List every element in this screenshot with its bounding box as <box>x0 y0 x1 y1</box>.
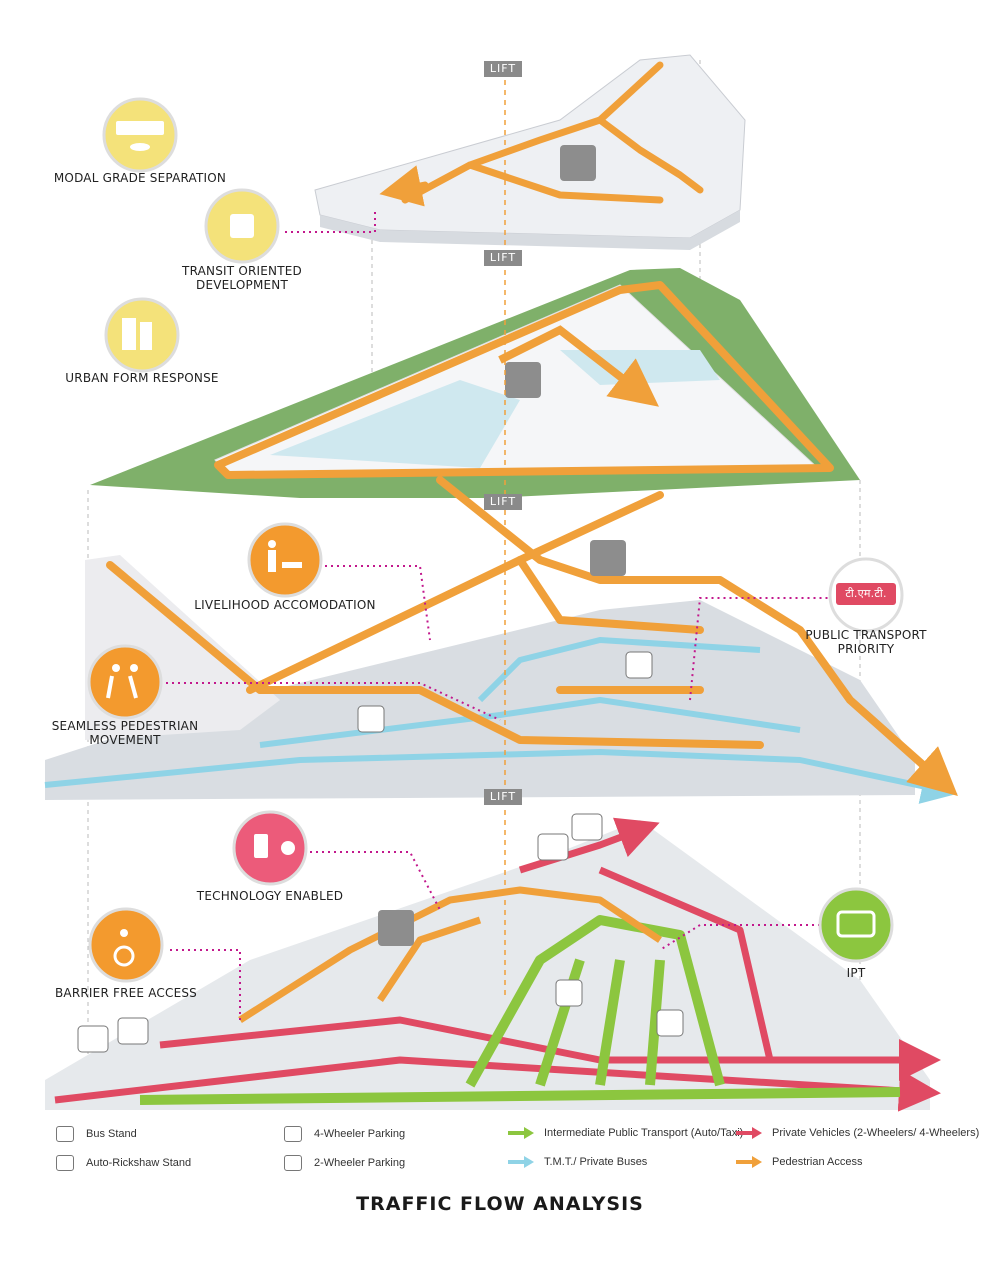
vendor-icon <box>247 522 323 598</box>
legend-four-wheeler-label: 4-Wheeler Parking <box>314 1128 406 1140</box>
legend-bus-stand-label: Bus Stand <box>86 1128 137 1140</box>
legend-pedestrian: Pedestrian Access <box>736 1155 863 1169</box>
bus-stand-icon <box>56 1126 74 1142</box>
wheelchair-icon <box>88 907 164 983</box>
buildings-icon <box>104 297 180 373</box>
callout-lines <box>160 210 840 1020</box>
label-barrier-free-access: BARRIER FREE ACCESS <box>55 986 197 1000</box>
legend-private: Private Vehicles (2-Wheelers/ 4-Wheelers… <box>736 1126 979 1140</box>
bus-icon <box>102 97 178 173</box>
legend-tmt-label: T.M.T./ Private Buses <box>544 1156 648 1168</box>
label-technology-enabled: TECHNOLOGY ENABLED <box>196 889 344 903</box>
page-title: TRAFFIC FLOW ANALYSIS <box>356 1193 644 1215</box>
level-plaza <box>90 268 860 498</box>
label-pt-line2: PRIORITY <box>837 642 895 656</box>
legend-auto-stand-label: Auto-Rickshaw Stand <box>86 1157 192 1169</box>
lift-label-3: LIFT <box>484 494 522 510</box>
tram-icon <box>204 188 280 264</box>
label-ipt: IPT <box>846 966 866 980</box>
legend-bus-stand: Bus Stand <box>56 1126 137 1142</box>
legend-ipt: Intermediate Public Transport (Auto/Taxi… <box>508 1126 743 1140</box>
phone-car-icon <box>232 810 308 886</box>
tmt-badge-text: टी.एम.टी. <box>845 587 887 600</box>
orange-arrow-icon <box>736 1156 762 1168</box>
label-livelihood-accomodation: LIVELIHOOD ACCOMODATION <box>194 598 376 612</box>
red-arrow-icon <box>736 1127 762 1139</box>
level-roof <box>314 54 746 250</box>
green-arrow-icon <box>508 1127 534 1139</box>
legend-ipt-label: Intermediate Public Transport (Auto/Taxi… <box>544 1127 744 1139</box>
tmt-badge-icon <box>828 557 904 633</box>
level-ground <box>45 813 941 1112</box>
legend-private-label: Private Vehicles (2-Wheelers/ 4-Wheelers… <box>772 1127 980 1139</box>
legend-two-wheeler-label: 2-Wheeler Parking <box>314 1157 406 1169</box>
label-modal-grade-separation: MODAL GRADE SEPARATION <box>53 171 227 185</box>
legend-pedestrian-label: Pedestrian Access <box>772 1156 863 1168</box>
lift-label-1: LIFT <box>484 61 522 77</box>
legend-four-wheeler: 4-Wheeler Parking <box>284 1126 405 1142</box>
label-pt-line1: PUBLIC TRANSPORT <box>805 628 927 642</box>
car-icon <box>284 1126 302 1142</box>
auto-stand-icon <box>56 1155 74 1171</box>
blue-arrow-icon <box>508 1156 534 1168</box>
legend-auto-stand: Auto-Rickshaw Stand <box>56 1155 191 1171</box>
lift-label-2: LIFT <box>484 250 522 266</box>
auto-rickshaw-icon <box>818 887 894 963</box>
legend-two-wheeler: 2-Wheeler Parking <box>284 1155 405 1171</box>
legend-tmt: T.M.T./ Private Buses <box>508 1155 647 1169</box>
label-tod-line2: DEVELOPMENT <box>196 278 288 292</box>
label-seamless-line2: MOVEMENT <box>89 733 161 747</box>
label-seamless-line1: SEAMLESS PEDESTRIAN <box>51 719 199 733</box>
motorbike-icon <box>284 1155 302 1171</box>
walking-people-icon <box>87 644 163 720</box>
label-tod-line1: TRANSIT ORIENTED <box>182 264 302 278</box>
lift-label-4: LIFT <box>484 789 522 805</box>
label-urban-form-response: URBAN FORM RESPONSE <box>65 371 219 385</box>
